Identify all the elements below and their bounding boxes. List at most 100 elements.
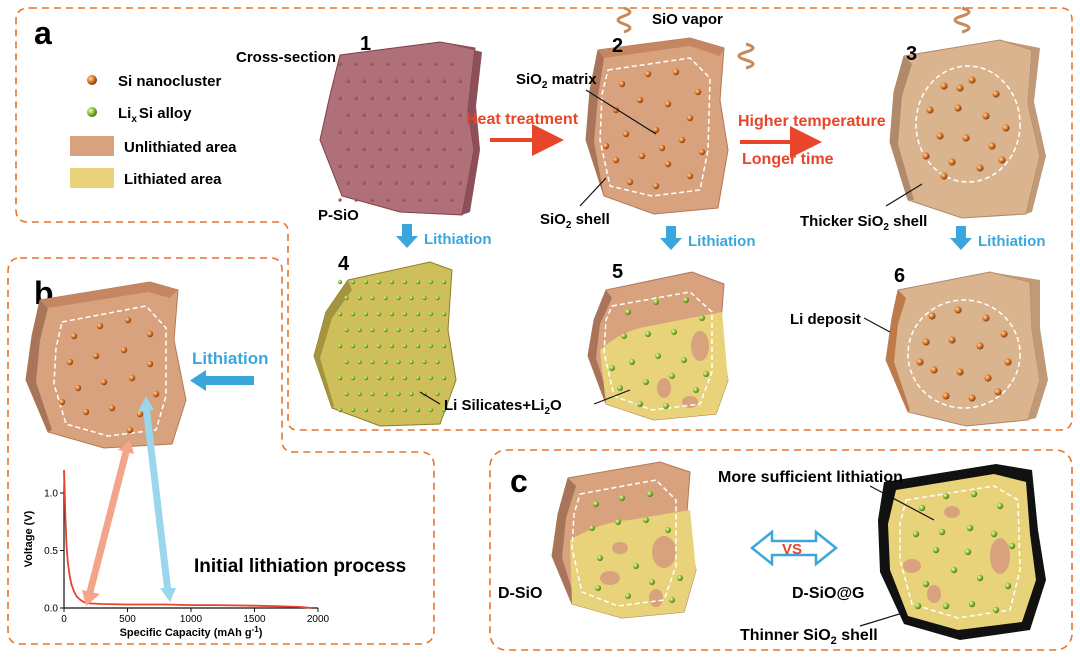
si-nanocluster-dot (394, 181, 398, 185)
si-nanocluster-dot (378, 113, 382, 117)
lixsi-alloy-dot (663, 403, 669, 409)
si-nanocluster-dot (618, 80, 626, 88)
si-nanocluster-dot (442, 181, 446, 185)
lixsi-alloy-dot (415, 343, 421, 349)
li-deposit-pointer (863, 317, 891, 333)
lixsi-alloy-dot (435, 295, 440, 301)
lixsi-alloy-dot (617, 385, 623, 391)
si-nanocluster-dot (956, 84, 964, 92)
lixsi-alloy-dot (609, 365, 615, 371)
lixsi-alloy-dot (593, 501, 599, 507)
lixsi-alloy-dot (350, 279, 356, 285)
si-nanocluster-dot (450, 62, 454, 66)
lixsi-alloy-dot (370, 391, 375, 397)
si-nanocluster-dot (672, 68, 680, 76)
lixsi-alloy-dot (1008, 542, 1016, 550)
lixsi-alloy-dot (441, 343, 447, 349)
particle-5 (587, 271, 729, 421)
si-nanocluster-dot (612, 156, 620, 164)
si-nanocluster-dot (354, 198, 358, 202)
label-li-silicates: Li Silicates+Li2O (444, 397, 562, 417)
lixsi-alloy-dot (344, 327, 349, 333)
si-nanocluster-dot (418, 164, 422, 168)
si-nanocluster-dot (402, 164, 406, 168)
y-tick-label: 1.0 (44, 489, 58, 500)
lixsi-alloy-dot (665, 527, 671, 533)
lixsi-alloy-dot (647, 491, 653, 497)
step-number-4: 4 (338, 253, 350, 275)
lixsi-alloy-dot (595, 585, 601, 591)
legend-si-nanocluster: Si nanocluster (118, 73, 222, 90)
label-heat-treatment: Heat treatment (466, 111, 579, 128)
step-number-5: 5 (612, 261, 623, 283)
si-nanocluster-dot (354, 164, 358, 168)
si-nanocluster-dot (962, 134, 970, 142)
si-nanocluster-dot (394, 147, 398, 151)
lixsi-alloy-dot (376, 311, 382, 317)
li-silicates-pointer-left (419, 391, 441, 405)
lixsi-alloy-dot (669, 373, 675, 379)
sio2-shell-pointer (579, 177, 607, 207)
lixsi-alloy-dot (422, 295, 427, 301)
si-nanocluster-dot (434, 62, 438, 66)
lixsi-alloy-dot (350, 311, 356, 317)
si-nanocluster-dot (940, 82, 948, 90)
si-nanocluster-dot (450, 164, 454, 168)
lixsi-alloy-dot (932, 546, 940, 554)
si-nanocluster-dot (74, 384, 82, 392)
si-nanocluster-dot (602, 142, 610, 150)
si-nanocluster-dot (652, 182, 660, 190)
si-nanocluster-dot (146, 360, 154, 368)
si-nanocluster-dot (450, 96, 454, 100)
si-nanocluster-dot (976, 164, 984, 172)
lixsi-alloy-dot (643, 517, 649, 523)
lixsi-alloy-dot (422, 327, 427, 333)
lixsi-alloy-dot (415, 279, 421, 285)
si-nanocluster-dot (458, 79, 462, 83)
si-nanocluster-dot (976, 342, 984, 350)
particle-d-sio (551, 461, 697, 619)
si-nanocluster-icon (87, 75, 97, 85)
chart-arrow-red-head (82, 590, 100, 606)
si-nanocluster-dot (378, 147, 382, 151)
lixsi-alloy-dot (597, 555, 603, 561)
x-tick-label: 0 (61, 614, 67, 625)
lixsi-alloy-dot (376, 343, 382, 349)
lixsi-alloy-dot (396, 327, 401, 333)
lixsi-alloy-dot (357, 391, 362, 397)
particle-4 (313, 261, 457, 427)
lixsi-alloy-dot (363, 279, 369, 285)
lixsi-alloy-dot (389, 279, 395, 285)
si-nanocluster-dot (386, 62, 390, 66)
si-nanocluster-dot (354, 62, 358, 66)
label-d-sio: D-SiO (498, 585, 542, 602)
lithiation-arrow-2 (660, 226, 682, 250)
si-nanocluster-dot (410, 147, 414, 151)
lixsi-alloy-dot (350, 407, 356, 413)
lixsi-alloy-dot (619, 495, 625, 501)
lixsi-alloy-dot (1004, 582, 1012, 590)
si-nanocluster-dot (940, 172, 948, 180)
label-more-sufficient: More sufficient lithiation (718, 469, 903, 486)
si-nanocluster-dot (686, 114, 694, 122)
lixsi-alloy-dot (363, 407, 369, 413)
label-d-sio-g: D-SiO@G (792, 585, 865, 602)
si-nanocluster-dot (926, 106, 934, 114)
more-sufficient-pointer (869, 485, 935, 521)
lixsi-alloy-dot (441, 407, 447, 413)
si-nanocluster-dot (426, 79, 430, 83)
si-nanocluster-dot (992, 90, 1000, 98)
vapor-swirl-icon (953, 6, 971, 34)
lixsi-alloy-dot (918, 504, 926, 512)
si-nanocluster-dot (126, 426, 134, 434)
si-nanocluster-dot (930, 366, 938, 374)
step-number-6: 6 (894, 265, 905, 287)
lixsi-alloy-dot (422, 359, 427, 365)
si-nanocluster-dot (82, 408, 90, 416)
lixsi-alloy-dot (383, 295, 388, 301)
lixsi-alloy-icon (87, 107, 97, 117)
